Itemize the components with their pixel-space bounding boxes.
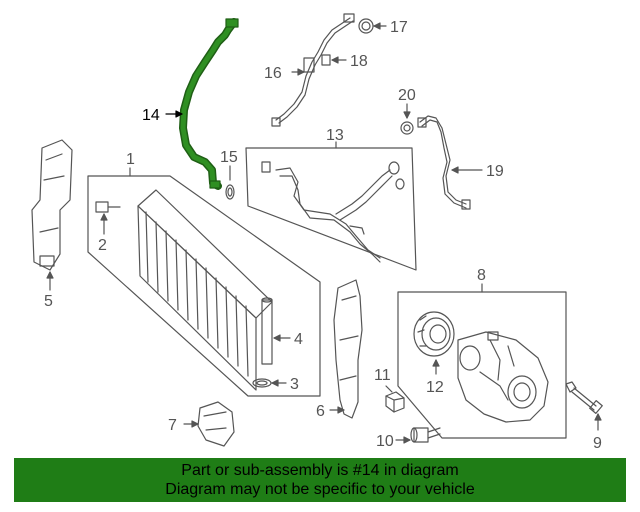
part-4-receiver-drier[interactable] xyxy=(261,297,273,365)
callout-1: 1 xyxy=(126,151,135,168)
callout-5: 5 xyxy=(44,293,53,310)
notice-line-2: Diagram may not be specific to your vehi… xyxy=(165,481,475,498)
callout-14: 14 xyxy=(142,107,160,124)
callout-7: 7 xyxy=(168,417,177,434)
part-19-pipe[interactable] xyxy=(417,115,471,210)
callout-16: 16 xyxy=(264,65,282,82)
part-7-sensor[interactable] xyxy=(197,401,235,447)
part-9-bolt[interactable] xyxy=(565,381,603,415)
part-2-bolt[interactable] xyxy=(95,201,121,213)
part-6-bracket[interactable] xyxy=(333,279,363,419)
callout-8: 8 xyxy=(477,267,486,284)
callout-3: 3 xyxy=(290,376,299,393)
callout-18: 18 xyxy=(350,53,368,70)
callout-15: 15 xyxy=(220,149,238,166)
callout-13: 13 xyxy=(326,127,344,144)
part-17-o-ring[interactable] xyxy=(358,18,374,34)
compressor-body[interactable] xyxy=(457,331,549,423)
callout-11: 11 xyxy=(374,367,391,384)
part-18-valve[interactable] xyxy=(321,54,331,66)
callout-labels: 14 15 17 16 18 20 19 13 1 2 4 3 5 6 7 8 … xyxy=(44,19,602,452)
part-10-bolt[interactable] xyxy=(410,427,441,443)
callout-19: 19 xyxy=(486,163,504,180)
part-3-o-ring[interactable] xyxy=(252,378,272,388)
notice-line-1: Part or sub-assembly is #14 in diagram xyxy=(181,462,459,479)
part-1-condenser-group[interactable] xyxy=(87,175,321,397)
notice-banner: Part or sub-assembly is #14 in diagram D… xyxy=(14,458,626,502)
callout-2: 2 xyxy=(98,237,107,254)
callout-4: 4 xyxy=(294,331,303,348)
callout-17: 17 xyxy=(390,19,408,36)
callout-6: 6 xyxy=(316,403,325,420)
part-11-cap[interactable] xyxy=(385,391,405,413)
part-5-bracket[interactable] xyxy=(31,139,73,271)
part-8-compressor-group[interactable] xyxy=(397,291,567,439)
part-14-hose[interactable] xyxy=(179,18,239,190)
callout-9: 9 xyxy=(593,435,602,452)
part-16-pipe[interactable] xyxy=(271,13,355,127)
leader-lines xyxy=(46,22,602,444)
part-13-assembly[interactable] xyxy=(245,147,417,271)
callout-20: 20 xyxy=(398,87,416,104)
callout-10: 10 xyxy=(376,433,394,450)
part-20-o-ring[interactable] xyxy=(400,121,414,135)
part-15-o-ring[interactable] xyxy=(225,184,235,200)
callout-12: 12 xyxy=(426,379,444,396)
part-12-clutch-pulley[interactable] xyxy=(413,311,455,357)
